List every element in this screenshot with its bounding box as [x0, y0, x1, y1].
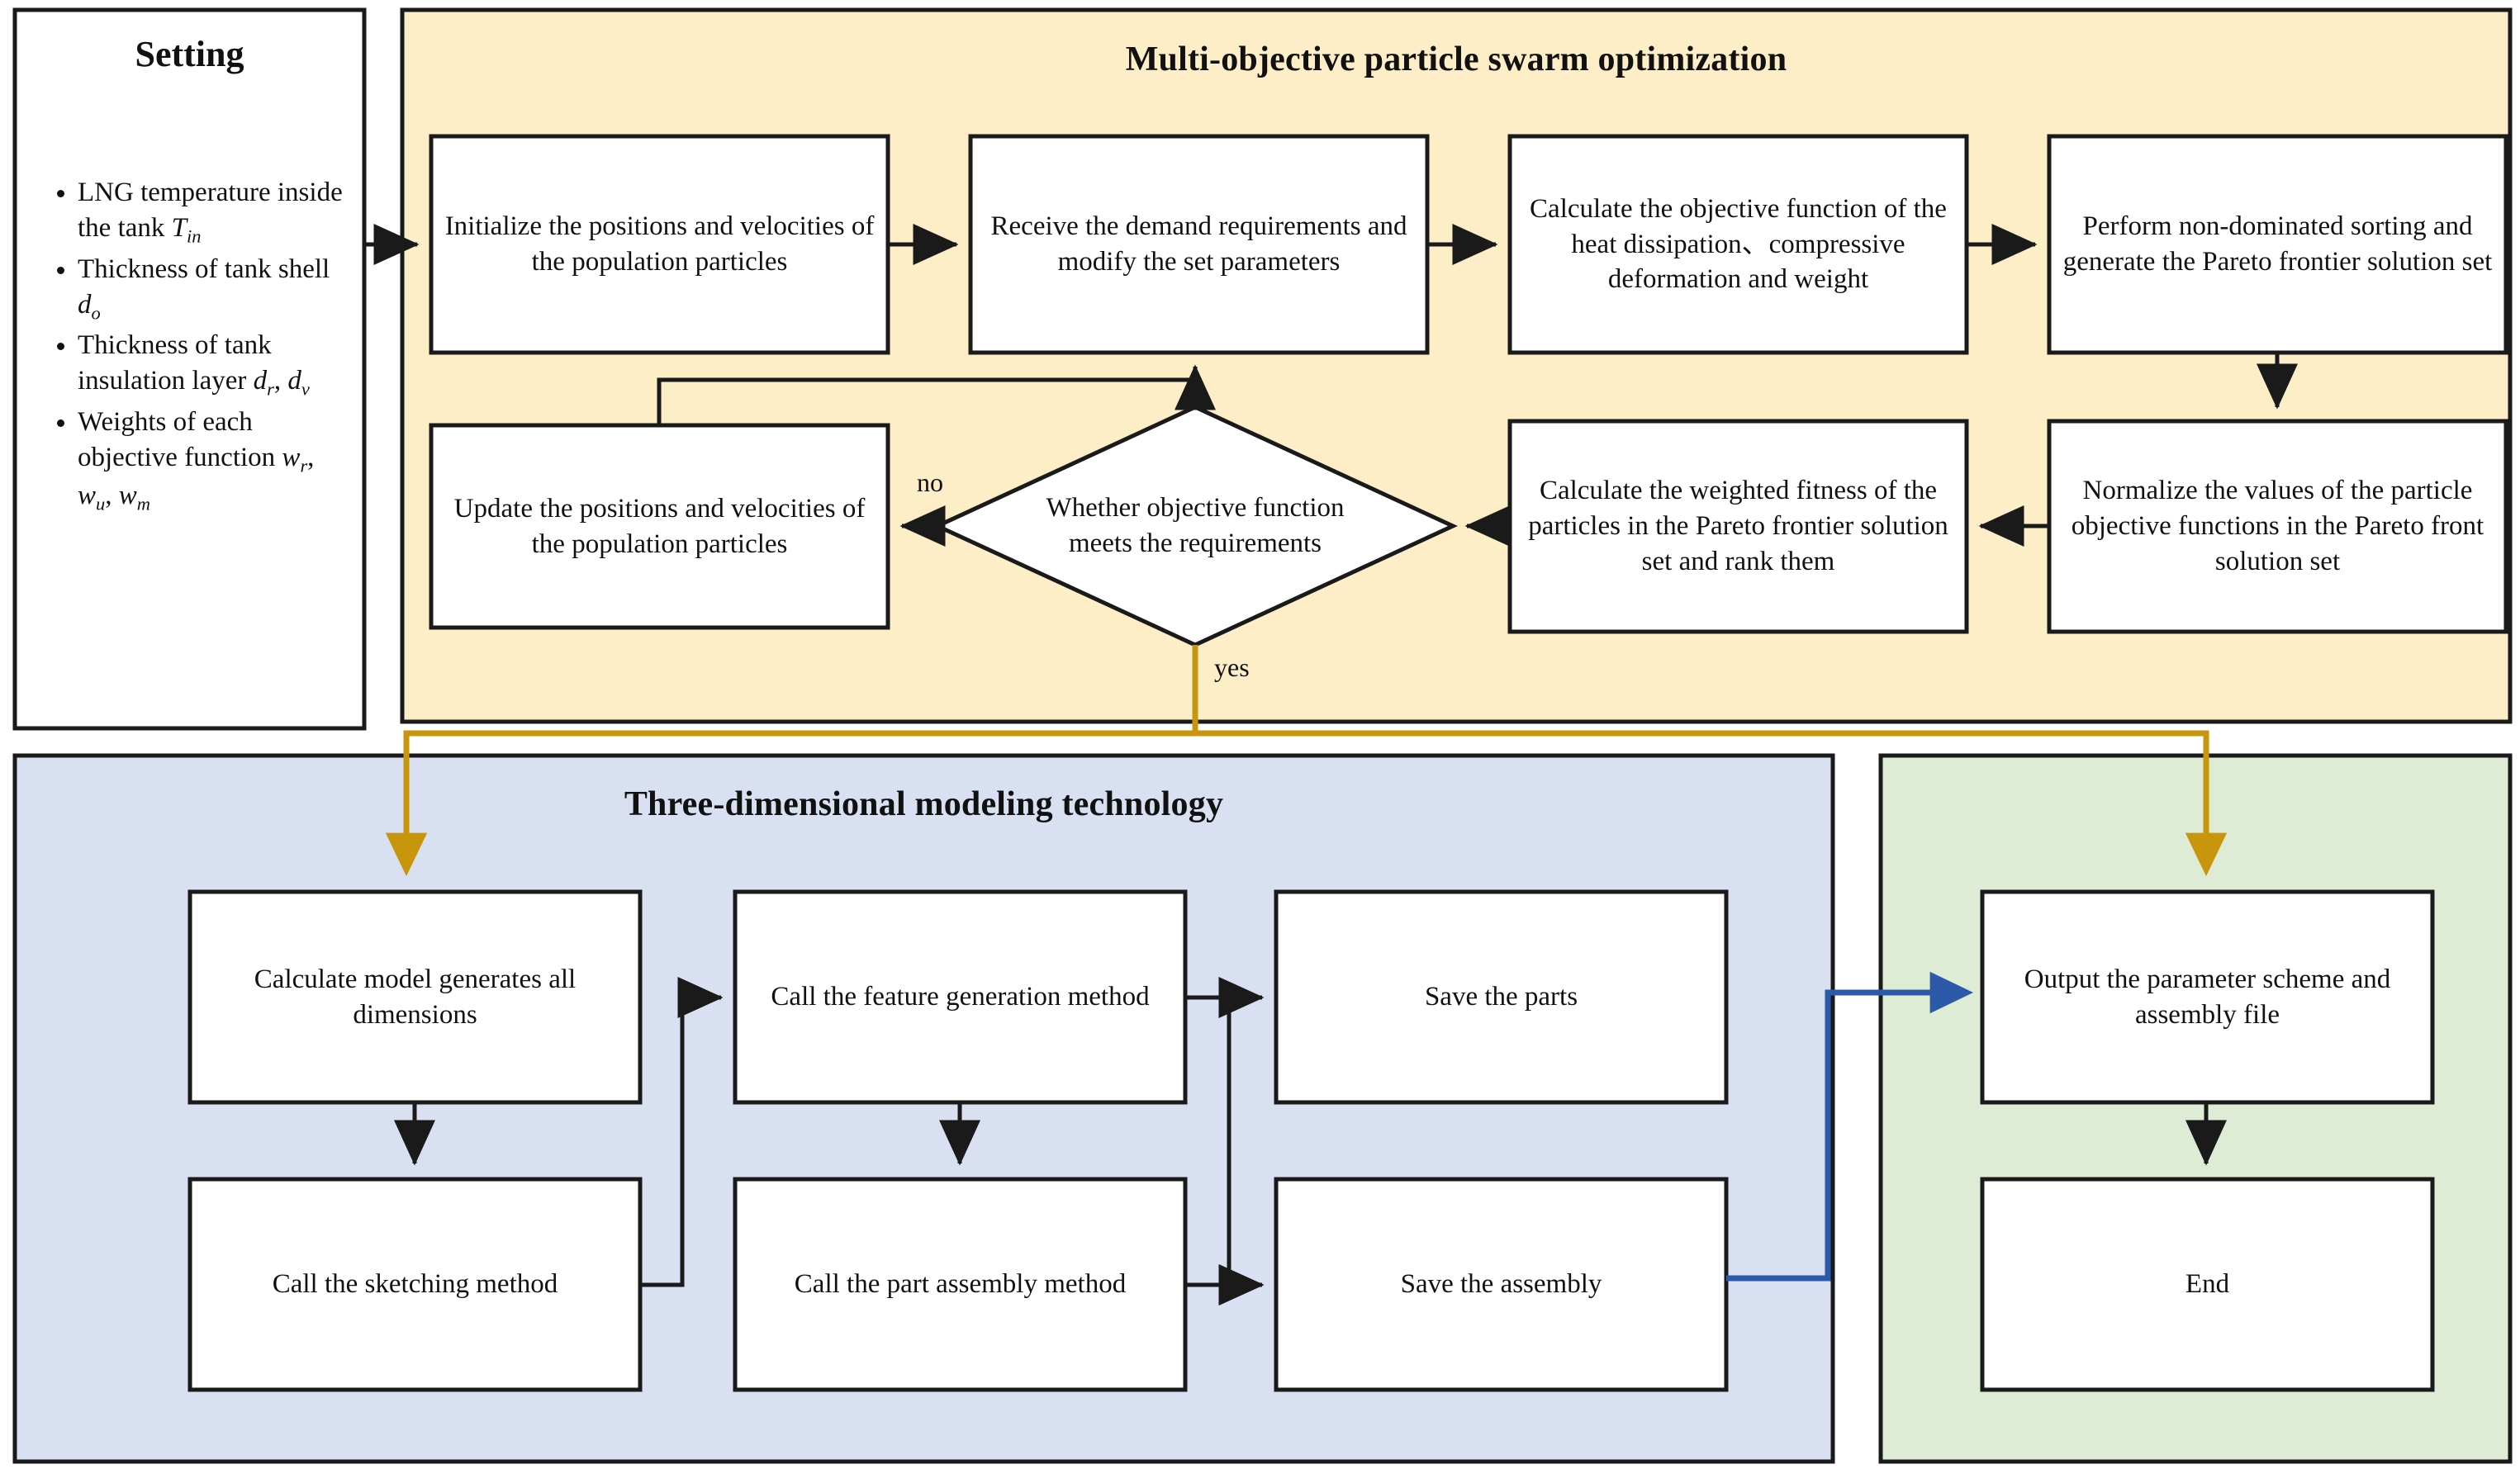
list-item: Thickness of tank shell do: [78, 252, 355, 325]
node-init-shape: [429, 134, 890, 355]
node-assemblymethod-label: Call the part assembly method: [794, 1269, 1127, 1300]
node-normalize-label: Normalize the values of the particle obj…: [2071, 476, 2484, 576]
node-outparam-label: Output the parameter scheme and assembly…: [2024, 964, 2391, 1030]
list-item: LNG temperature inside the tank Tin: [78, 175, 355, 249]
node-sketch[interactable]: Call the sketching method: [190, 1179, 640, 1390]
mopso-panel-title: Multi-objective particle swarm optimizat…: [1125, 40, 1787, 78]
node-update-shape: [429, 423, 890, 630]
node-fitness-label: Calculate the weighted fitness of the pa…: [1528, 476, 1948, 576]
node-saveassembly[interactable]: Save the assembly: [1276, 1179, 1726, 1390]
node-end-label: End: [2185, 1269, 2230, 1300]
node-update-label: Update the positions and velocities of t…: [453, 493, 866, 559]
node-init-label: Initialize the positions and velocities …: [444, 211, 875, 277]
edge-label-no: no: [917, 467, 943, 497]
node-feature-label: Call the feature generation method: [771, 982, 1150, 1012]
setting-parameter-list: LNG temperature inside the tank Tin Thic…: [50, 175, 355, 519]
node-sketch-label: Call the sketching method: [272, 1269, 558, 1300]
node-saveassembly-label: Save the assembly: [1400, 1269, 1602, 1300]
node-normalize[interactable]: Normalize the values of the particle obj…: [2049, 421, 2506, 632]
node-saveassembly-shape: [1274, 1177, 1729, 1392]
node-feature[interactable]: Call the feature generation method: [735, 892, 1185, 1102]
edge-saveassembly-to-outparam: [1726, 971, 1974, 1282]
node-calcmodel[interactable]: Calculate model generates all dimensions: [190, 892, 640, 1102]
edge-yes-to-output: [1195, 730, 2228, 877]
node-saveparts-label: Save the parts: [1424, 982, 1578, 1012]
node-fitness[interactable]: Calculate the weighted fitness of the pa…: [1510, 421, 1967, 632]
node-objfun[interactable]: Calculate the objective function of the …: [1510, 136, 1967, 353]
node-decision[interactable]: Whether objective function meets the req…: [1016, 443, 1374, 609]
node-decision-label: Whether objective function meets the req…: [1046, 493, 1345, 558]
node-nds-shape: [2047, 134, 2508, 355]
edge-update-to-receive: [657, 364, 1216, 425]
edge-yes-to-modeling: [385, 730, 1195, 877]
node-nds[interactable]: Perform non-dominated sorting and genera…: [2049, 136, 2506, 353]
setting-panel-title: Setting: [135, 34, 244, 74]
node-assemblymethod-shape: [733, 1177, 1188, 1392]
node-receive-shape: [968, 134, 1430, 355]
node-saveparts-shape: [1274, 889, 1729, 1105]
node-init[interactable]: Initialize the positions and velocities …: [431, 136, 888, 353]
node-receive-label: Receive the demand requirements and modi…: [990, 211, 1407, 277]
node-outparam[interactable]: Output the parameter scheme and assembly…: [1982, 892, 2432, 1102]
node-sketch-shape: [187, 1177, 643, 1392]
node-outparam-shape: [1980, 889, 2435, 1105]
node-objfun-shape: [1507, 134, 1969, 355]
panel-setting: [12, 7, 367, 731]
list-item: Thickness of tank insulation layer dr, d…: [78, 328, 355, 401]
node-nds-label: Perform non-dominated sorting and genera…: [2062, 211, 2493, 277]
edge-label-yes: yes: [1214, 652, 1250, 682]
node-update[interactable]: Update the positions and velocities of t…: [431, 425, 888, 628]
node-normalize-shape: [2047, 419, 2508, 634]
node-assemblymethod[interactable]: Call the part assembly method: [735, 1179, 1185, 1390]
node-objfun-label: Calculate the objective function of the …: [1530, 193, 1947, 295]
node-end-shape: [1980, 1177, 2435, 1392]
list-item: Weights of each objective function wr, w…: [78, 405, 355, 515]
node-end[interactable]: End: [1982, 1179, 2432, 1390]
node-calcmodel-shape: [187, 889, 643, 1105]
node-receive[interactable]: Receive the demand requirements and modi…: [971, 136, 1427, 353]
modeling-panel-title: Three-dimensional modeling technology: [624, 785, 1224, 823]
edge-sketch-to-feature: [640, 977, 724, 1287]
node-calcmodel-label: Calculate model generates all dimensions: [254, 964, 577, 1030]
node-saveparts[interactable]: Save the parts: [1276, 892, 1726, 1102]
node-fitness-shape: [1507, 419, 1969, 634]
